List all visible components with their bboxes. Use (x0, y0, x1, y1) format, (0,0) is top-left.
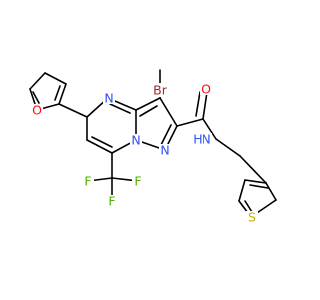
atom-label: F (134, 174, 141, 189)
atom-label: N (201, 132, 210, 147)
atom-label: N (131, 133, 140, 148)
bond (160, 124, 172, 146)
bond (215, 138, 241, 157)
structure-svg: Br N N N O O N H (29, 69, 277, 225)
bond (238, 179, 246, 202)
bond (239, 155, 267, 184)
bond (176, 118, 204, 127)
bond (202, 91, 208, 120)
bond (44, 72, 67, 85)
bond (244, 179, 267, 184)
atom-label: N (104, 91, 113, 106)
atom-label: S (248, 210, 256, 225)
bond (91, 136, 113, 148)
atom-oxygen-furan: O (31, 103, 43, 118)
bond (54, 85, 61, 101)
bond (58, 83, 67, 105)
atom-label: O (201, 82, 211, 97)
atom-fluorine-bottom: F (106, 194, 118, 209)
bond (249, 184, 269, 189)
atom-label: F (108, 194, 115, 209)
bond (195, 91, 201, 117)
atom-labels: Br N N N O O N H (31, 82, 258, 225)
atom-label: H (193, 132, 202, 147)
bond (58, 103, 88, 118)
atom-nitrogen-bridgehead: N (130, 133, 142, 148)
bond (86, 139, 113, 154)
bond (135, 97, 161, 111)
bond (244, 200, 253, 213)
atom-hydrogen-amide: H (193, 132, 203, 147)
atom-bromine: Br (151, 83, 169, 98)
atom-fluorine-right: F (132, 174, 144, 189)
bond (32, 91, 40, 104)
atom-fluorine-left: F (82, 174, 94, 189)
bond (139, 105, 158, 117)
bond (29, 72, 46, 90)
atom-oxygen-carbonyl: O (200, 82, 212, 97)
bond (265, 182, 277, 201)
molecule-diagram: Br N N N O O N H (29, 69, 277, 225)
atom-sulfur: S (246, 210, 258, 225)
bond (109, 103, 131, 114)
atom-label: F (84, 174, 91, 189)
atom-nitrogen-pyrazole: N (159, 143, 171, 158)
atom-label: Br (153, 83, 168, 98)
bond (159, 97, 178, 127)
atom-label: N (160, 143, 169, 158)
atom-nitrogen-pyrimidine: N (103, 91, 115, 106)
bond (202, 118, 217, 140)
atom-label: O (32, 103, 42, 118)
